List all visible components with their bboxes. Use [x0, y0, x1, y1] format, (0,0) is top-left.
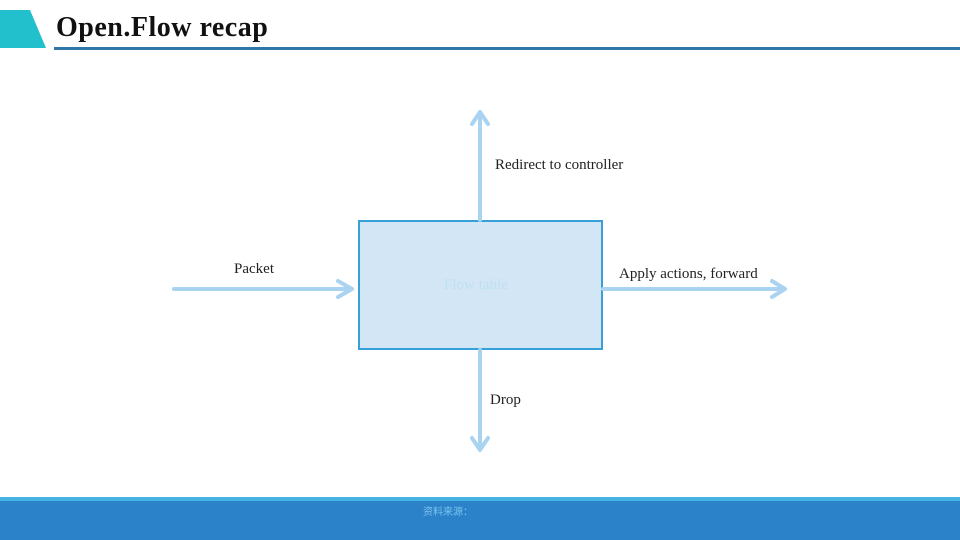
forward-label: Apply actions, forward	[619, 266, 758, 282]
slide-title: Open.Flow recap	[56, 12, 269, 43]
packet-arrow	[172, 279, 354, 299]
forward-arrow	[601, 279, 787, 299]
title-accent-tab	[0, 10, 46, 48]
title-underline	[54, 47, 960, 50]
footer-source-text: 资料来源：	[423, 507, 473, 518]
redirect-arrow	[470, 110, 490, 222]
drop-label: Drop	[490, 392, 521, 408]
footer-bar: 资料来源：	[0, 497, 960, 540]
drop-arrow	[470, 348, 490, 452]
flow-table-label: Flow table	[444, 277, 508, 293]
redirect-label: Redirect to controller	[495, 157, 624, 173]
flow-table-box	[358, 220, 603, 350]
packet-label: Packet	[234, 261, 274, 277]
footer-highlight	[0, 497, 960, 501]
